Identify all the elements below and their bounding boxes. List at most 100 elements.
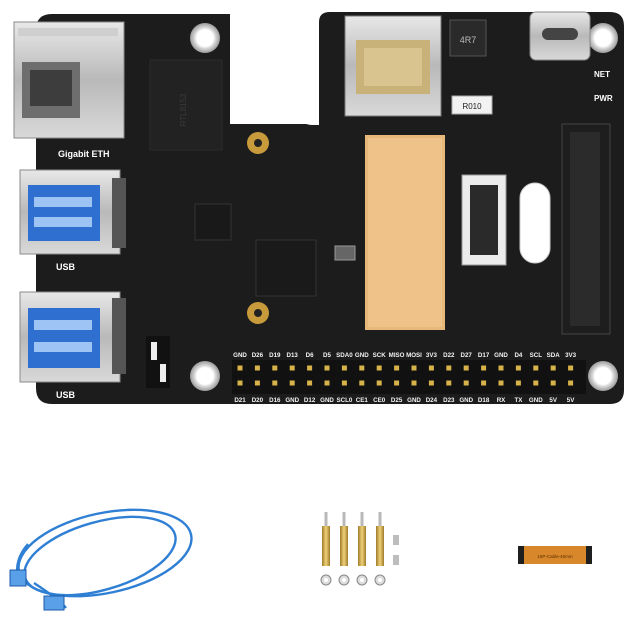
m2-slot	[561, 123, 611, 335]
pin-label-bottom: GND	[407, 397, 421, 404]
brass-pad-bottom	[247, 302, 269, 324]
gpio-pin	[568, 365, 574, 371]
svg-text:4R7: 4R7	[460, 35, 477, 45]
pin-label-bottom: D21	[234, 397, 246, 404]
pin-label-bottom: CE1	[356, 397, 369, 404]
gpio-pin	[515, 380, 521, 386]
pin-label-bottom: D24	[426, 397, 438, 404]
usb-label-bottom: USB	[56, 390, 76, 400]
usb-port-bottom	[19, 291, 126, 383]
ethernet-port	[13, 21, 125, 139]
pin-label-bottom: GND	[529, 397, 543, 404]
gpio-pin	[254, 380, 260, 386]
rj45-plug-left	[9, 569, 27, 587]
gpio-pin	[498, 380, 504, 386]
pin-label-bottom: SCL0	[336, 397, 352, 404]
gpio-pin	[272, 365, 278, 371]
gpio-pin	[446, 365, 452, 371]
pin-label-top: SDA0	[336, 352, 353, 359]
gpio-pin	[568, 380, 574, 386]
brass-standoff	[358, 526, 366, 566]
standoff-thread	[324, 512, 328, 526]
brass-pad-top	[247, 132, 269, 154]
gpio-pin	[394, 365, 400, 371]
thermal-pad	[365, 135, 445, 330]
standoff-thread	[360, 512, 364, 526]
rtl-chip: RTL8153	[149, 59, 223, 151]
usb-label-top: USB	[56, 262, 76, 272]
gpio-pin	[376, 365, 382, 371]
ethernet-cable	[15, 508, 193, 609]
gpio-pin	[394, 380, 400, 386]
screw	[393, 535, 399, 545]
pin-label-top: D4	[514, 352, 522, 359]
pin-label-top: D27	[461, 352, 473, 359]
pin-label-top: SCL	[530, 352, 543, 359]
brass-standoff	[340, 526, 348, 566]
pin-label-bottom: D16	[269, 397, 281, 404]
gpio-pin	[307, 380, 313, 386]
gpio-header	[232, 360, 586, 394]
svg-text:16P-Cable-40mm: 16P-Cable-40mm	[537, 554, 573, 559]
gpio-pin	[289, 365, 295, 371]
pin-label-top: 3V3	[426, 352, 438, 359]
gpio-pin	[481, 380, 487, 386]
pin-label-top: GND	[233, 352, 247, 359]
gpio-pin	[533, 365, 539, 371]
fpc-connector	[461, 174, 507, 266]
gpio-pin	[237, 365, 243, 371]
mounting-hole-top-right	[588, 23, 618, 53]
brass-standoff	[376, 526, 384, 566]
gpio-pin	[341, 365, 347, 371]
nut-hole	[360, 578, 364, 582]
gpio-pin	[411, 365, 417, 371]
pin-label-top: D13	[287, 352, 299, 359]
pin-label-bottom: GND	[320, 397, 334, 404]
gpio-pin	[428, 365, 434, 371]
gpio-pin	[463, 380, 469, 386]
screw	[393, 555, 399, 565]
gpio-pin	[254, 365, 260, 371]
pin-label-bottom: GND	[459, 397, 473, 404]
pwr-led-label: PWR	[594, 94, 613, 103]
pin-label-bottom: RX	[497, 397, 506, 404]
standoff-thread	[342, 512, 346, 526]
gpio-pin	[237, 380, 243, 386]
pin-label-bottom: D12	[304, 397, 316, 404]
gpio-pin	[324, 380, 330, 386]
gpio-pin	[550, 365, 556, 371]
pin-label-top: D22	[443, 352, 455, 359]
rj45-plug-bottom	[43, 595, 65, 611]
pin-label-top: D6	[306, 352, 314, 359]
inductor: 4R7	[449, 19, 487, 57]
standoffs-kit	[320, 512, 399, 586]
slot-cutout	[519, 182, 551, 264]
gigabit-eth-label: Gigabit ETH	[58, 149, 110, 159]
pin-label-top: MISO	[389, 352, 405, 359]
brass-standoff	[322, 526, 330, 566]
gpio-pin	[411, 380, 417, 386]
pin-label-bottom: GND	[285, 397, 299, 404]
net-led-label: NET	[594, 70, 610, 79]
pin-label-bottom: D23	[443, 397, 455, 404]
pin-label-bottom: D25	[391, 397, 403, 404]
svg-text:RTL8153: RTL8153	[179, 93, 188, 126]
pin-label-bottom: CE0	[373, 397, 386, 404]
gpio-pin	[324, 365, 330, 371]
usb-port-top	[19, 169, 126, 255]
pin-label-top: D17	[478, 352, 490, 359]
gpio-pin	[550, 380, 556, 386]
gpio-pin	[272, 380, 278, 386]
pin-label-top: D26	[252, 352, 264, 359]
pin-label-top: GND	[494, 352, 508, 359]
gpio-pin	[498, 365, 504, 371]
svg-text:R010: R010	[462, 102, 482, 111]
pin-label-bottom: D20	[252, 397, 264, 404]
pin-label-top: D5	[323, 352, 331, 359]
current-resistor: R010	[451, 95, 493, 115]
pin-label-top: GND	[355, 352, 369, 359]
mounting-hole-bottom-right	[588, 361, 618, 391]
